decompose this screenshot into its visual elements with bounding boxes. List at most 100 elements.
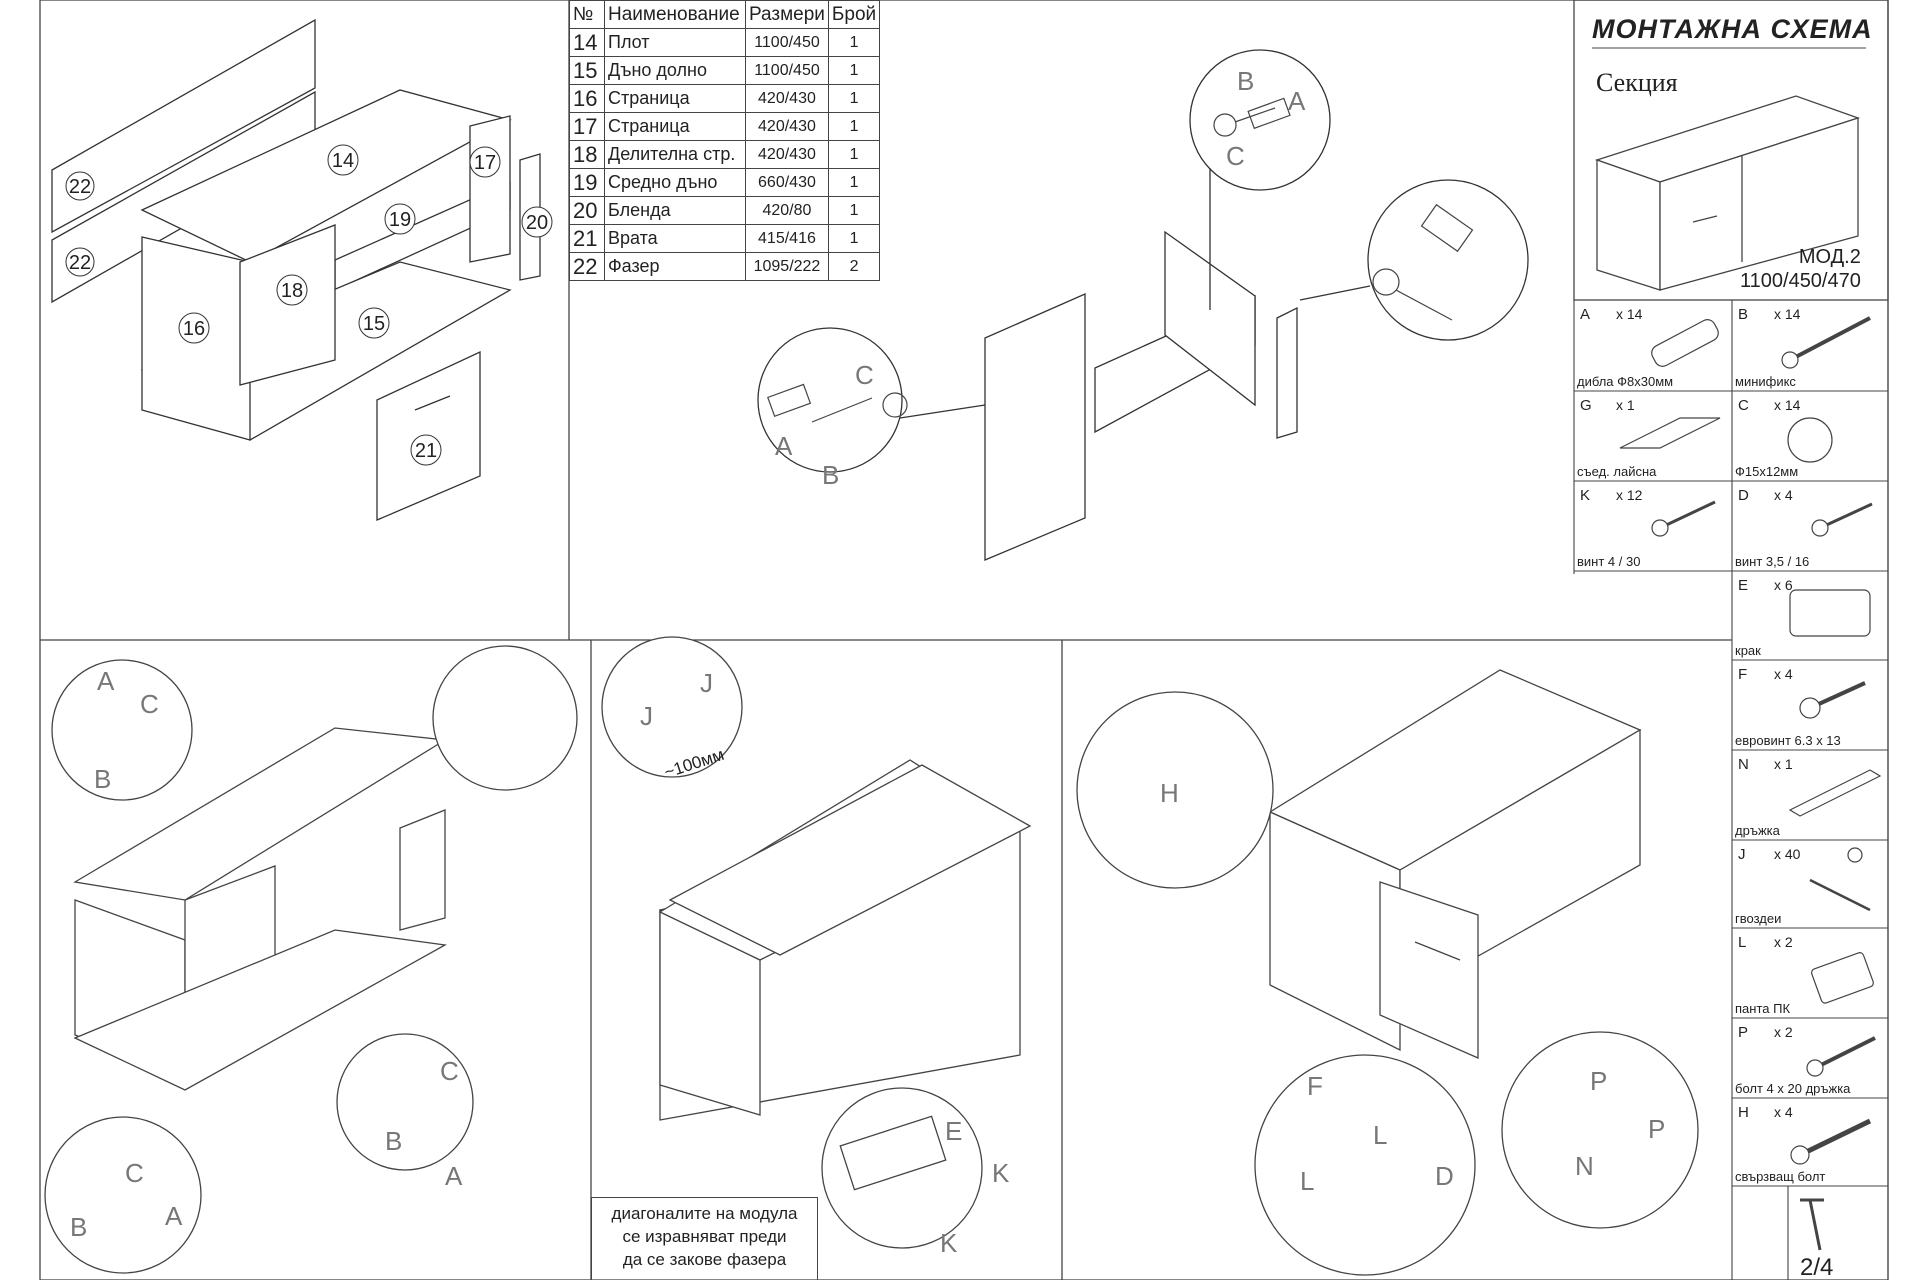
letter-l1: L — [1300, 1166, 1314, 1196]
letter-c5: C — [125, 1158, 144, 1188]
letter-a3: A — [97, 666, 115, 696]
letter-h: H — [1160, 778, 1179, 808]
letter-j2: J — [700, 668, 713, 698]
foot-icon — [1789, 589, 1871, 637]
letter-b4: B — [385, 1126, 402, 1156]
legend-cabinet-thumbnail — [1594, 95, 1861, 291]
callout-letters-top: B A C A C B — [775, 66, 1306, 490]
label-21: 21 — [415, 440, 437, 462]
hinge-icon — [1810, 952, 1874, 1004]
note-line-3: да се закове фазера — [622, 1250, 787, 1269]
letter-p1: P — [1590, 1066, 1607, 1096]
letter-a: A — [1288, 86, 1306, 116]
letter-b: B — [1237, 66, 1254, 96]
panel-17 — [469, 115, 511, 263]
label-16: 16 — [183, 318, 205, 340]
dowel-icon — [1651, 319, 1719, 367]
header-name: Наименование — [604, 0, 746, 29]
screw-icon-d — [1819, 502, 1873, 530]
minifix-bolt-icon — [1789, 316, 1871, 362]
letter-a4: A — [445, 1161, 463, 1191]
exploded-labels — [65, 144, 553, 466]
exploded-view — [51, 18, 541, 521]
label-22b: 22 — [69, 252, 91, 274]
model-name: МОД.2 — [1798, 246, 1861, 268]
letter-n: N — [1575, 1151, 1594, 1181]
side-assembly — [757, 49, 1529, 561]
page-title: МОНТАЖНА СХЕМА — [1592, 14, 1873, 44]
parts-table-header: № Наименование Размери Брой — [569, 0, 881, 29]
header-size: Размери — [745, 0, 829, 29]
letter-c2: C — [855, 360, 874, 390]
callout-hardware-sketch — [767, 97, 1474, 423]
panel-18 — [239, 224, 336, 386]
bolt-icon — [1814, 1036, 1876, 1070]
label-17: 17 — [474, 152, 496, 174]
letter-l2: L — [1373, 1120, 1387, 1150]
cam-lock-icon — [1787, 417, 1833, 463]
letter-k2: K — [940, 1228, 958, 1258]
letter-k1: K — [992, 1158, 1010, 1188]
letter-j1: J — [640, 701, 653, 731]
section-title: Секция — [1596, 68, 1678, 97]
letter-c: C — [1226, 141, 1245, 171]
model-dims: 1100/450/470 — [1740, 270, 1861, 292]
label-18: 18 — [281, 280, 303, 302]
letter-a2: A — [775, 431, 793, 461]
hardware-icons — [1619, 316, 1882, 1251]
letter-c4: C — [440, 1056, 459, 1086]
nail-icon — [1809, 878, 1871, 912]
final-cabinet-labels: H F L L D P N P — [1160, 778, 1665, 1196]
label-22a: 22 — [69, 176, 91, 198]
connector-bolt-icon — [1798, 1118, 1872, 1158]
letter-d: D — [1435, 1161, 1454, 1191]
letter-c3: C — [140, 689, 159, 719]
label-19: 19 — [389, 209, 411, 231]
hardware-grid — [1573, 299, 1889, 1280]
label-20: 20 — [526, 212, 548, 234]
label-15: 15 — [363, 313, 385, 335]
note-line-2: се изравняват преди — [622, 1227, 787, 1246]
joint-strip-icon — [1619, 417, 1721, 449]
back-panel-assembly — [601, 636, 1032, 1249]
panel-22a — [51, 18, 316, 234]
note-line-1: диагоналите на модула — [611, 1204, 798, 1223]
screw-icon-k — [1659, 500, 1716, 530]
handle-icon — [1788, 769, 1882, 817]
letter-b5: B — [70, 1212, 87, 1242]
letter-e: E — [945, 1116, 962, 1146]
letter-p2: P — [1648, 1114, 1665, 1144]
carcass-callout-letters: A C B C B A C B A — [70, 666, 463, 1242]
final-cabinet — [1076, 669, 1699, 1276]
exploded-label-text: 22 22 14 17 19 20 18 16 15 21 — [69, 150, 548, 462]
hammer-icon — [1800, 1198, 1824, 1251]
letter-b2: B — [822, 460, 839, 490]
page-number: 2/4 — [1800, 1254, 1834, 1281]
carcass-assembly — [44, 645, 578, 1274]
assembly-note: диагоналите на модула се изравняват пред… — [591, 1197, 818, 1280]
letter-f: F — [1307, 1071, 1323, 1101]
model-info: МОД.2 1100/450/470 — [1740, 245, 1861, 293]
